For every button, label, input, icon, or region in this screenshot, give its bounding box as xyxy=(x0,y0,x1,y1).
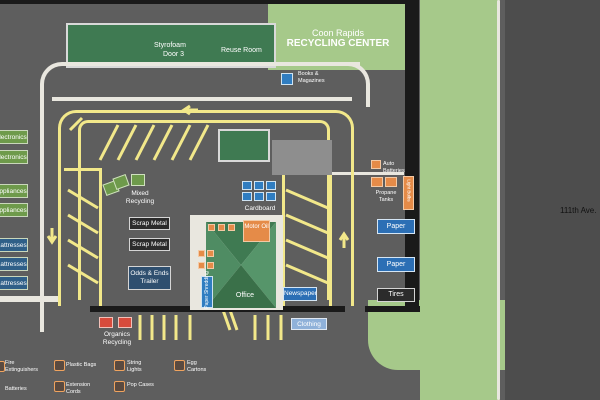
auto-batteries-bin xyxy=(371,160,381,169)
plastic-bag-icon xyxy=(54,360,65,371)
grass-area-top xyxy=(268,0,408,70)
door-3-label: Door 3 xyxy=(163,51,185,58)
auto-batteries-label: Auto Batteries xyxy=(383,161,405,174)
drive-divider xyxy=(52,97,352,101)
motor-oil-sign: Motor Oil xyxy=(243,220,270,242)
map-title: Coon Rapids RECYCLING CENTER xyxy=(278,28,398,49)
drive-loop-top-right xyxy=(300,62,370,107)
yellow-lane-inner xyxy=(78,120,330,300)
legend-string-lights: String Lights xyxy=(127,360,142,373)
drive-loop-outer xyxy=(40,62,360,332)
legend-plastic-bags: Plastic Bags xyxy=(66,362,97,368)
organics-label: Organics Recycling xyxy=(102,331,132,346)
paper-sign-1: Paper xyxy=(377,219,415,234)
oil-drum-4 xyxy=(198,250,205,257)
scrap-metal-sign-2: Scrap Metal xyxy=(129,238,170,251)
drive-right-lane-line xyxy=(330,172,404,175)
mixed-recycling-bin-3 xyxy=(131,174,145,186)
string-lights-icon xyxy=(114,360,125,371)
newspaper-sign: Newspaper xyxy=(283,287,317,301)
yellow-lane-middle-left xyxy=(64,168,102,306)
bottom-curb-left xyxy=(0,296,58,302)
central-pad xyxy=(272,140,332,175)
bay-mattresses-3: Mattresses xyxy=(0,276,28,290)
street-label: 111th Ave. xyxy=(560,206,597,215)
light-bulbs-bin xyxy=(403,176,414,210)
pop-case-icon xyxy=(114,381,125,392)
bay-appliances-1: Appliances xyxy=(0,184,28,198)
motor-oil-label: Motor Oil xyxy=(244,224,269,230)
paper-shredding-label: Paper Shredding xyxy=(204,271,210,309)
office-label: Office xyxy=(235,292,255,299)
bay-mattresses-2: Mattresses xyxy=(0,257,28,271)
cardboard-label: Cardboard xyxy=(244,205,276,212)
legend-fire-extinguishers: Fire Extinguishers xyxy=(5,360,39,373)
reuse-room-label: Reuse Room xyxy=(221,47,262,54)
legend-pop-cases: Pop Cases xyxy=(127,382,154,388)
organics-bin-2 xyxy=(118,317,132,328)
light-bulbs-label: Light Bulbs xyxy=(406,179,412,202)
propane-tanks-bin-2 xyxy=(385,177,397,187)
yellow-lane-loop xyxy=(58,110,354,306)
bay-appliances-2: Appliances xyxy=(0,203,28,217)
bay-mattresses-1: Mattresses xyxy=(0,238,28,252)
scrap-metal-sign-1: Scrap Metal xyxy=(129,217,170,230)
curb-top xyxy=(0,0,408,4)
styrofoam-label: Styrofoam xyxy=(154,42,186,49)
title-line-1: Coon Rapids xyxy=(311,28,365,38)
propane-tanks-bin-1 xyxy=(371,177,383,187)
bay-electronics-2: Electronics xyxy=(0,150,28,164)
paper-sign-2: Paper xyxy=(377,257,415,272)
bottom-curb-right xyxy=(365,306,420,312)
legend: Fire Extinguishers Plastic Bags String L… xyxy=(0,358,240,400)
egg-carton-icon xyxy=(174,360,185,371)
fire-extinguisher-icon xyxy=(0,361,5,372)
clothing-sign: Clothing xyxy=(291,318,327,330)
cardboard-bin-2 xyxy=(254,181,264,190)
odds-ends-label: Odds & Ends Trailer xyxy=(130,270,169,285)
cardboard-bin-1 xyxy=(242,181,252,190)
road-edge-line xyxy=(497,0,500,400)
oil-drum-2 xyxy=(218,224,225,231)
oil-drum-3 xyxy=(228,224,235,231)
odds-ends-trailer: Odds & Ends Trailer xyxy=(128,266,171,290)
road-111th-ave xyxy=(505,0,600,400)
cardboard-bin-4 xyxy=(242,192,252,201)
oil-drum-7 xyxy=(207,262,214,269)
cardboard-bin-5 xyxy=(254,192,264,201)
tires-sign: Tires xyxy=(377,288,415,302)
books-magazines-bin xyxy=(281,73,293,85)
books-magazines-label: Books & Magazines xyxy=(298,71,325,84)
extension-cord-icon xyxy=(54,381,65,392)
mixed-recycling-label: Mixed Recycling xyxy=(125,190,155,205)
bay-electronics-1: Electronics xyxy=(0,130,28,144)
legend-extension-cords: Extension Cords xyxy=(66,382,91,395)
central-island xyxy=(218,129,270,162)
title-line-2: RECYCLING CENTER xyxy=(286,38,390,49)
main-building: Styrofoam Door 3 Reuse Room xyxy=(66,23,276,68)
cardboard-bin-3 xyxy=(266,181,276,190)
paper-shredding-bin xyxy=(201,276,213,308)
cardboard-bin-6 xyxy=(266,192,276,201)
legend-batteries: Batteries xyxy=(5,386,27,392)
organics-bin-1 xyxy=(99,317,113,328)
oil-drum-5 xyxy=(207,250,214,257)
oil-drum-6 xyxy=(198,262,205,269)
oil-drum-1 xyxy=(208,224,215,231)
left-bay-strip: Electronics Electronics Appliances Appli… xyxy=(0,108,30,298)
propane-tanks-label: Propane Tanks xyxy=(375,190,397,203)
legend-egg-cartons: Egg Cartons xyxy=(187,360,207,373)
